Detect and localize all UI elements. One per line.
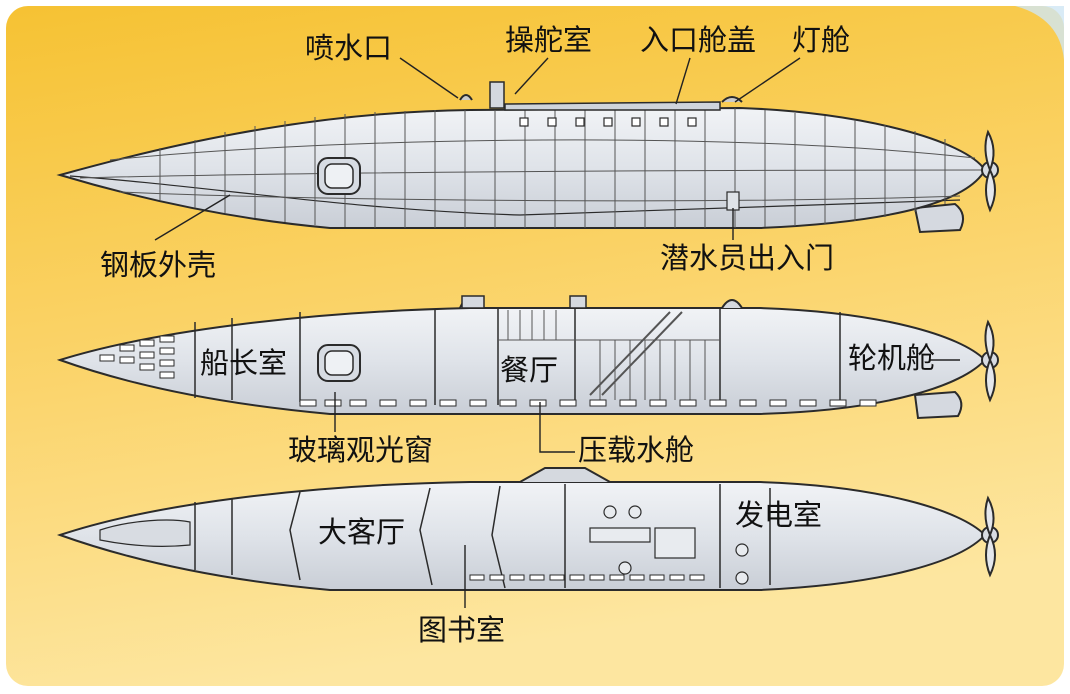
label-lamp: 灯舱: [792, 23, 850, 57]
label-wheelhouse: 操舵室: [505, 23, 592, 57]
label-diver-door: 潜水员出入门: [660, 241, 834, 275]
label-captain: 船长室: [200, 346, 287, 380]
label-engine: 轮机舱: [848, 341, 935, 375]
label-ballast: 压载水舱: [578, 433, 694, 467]
label-hatch: 入口舱盖: [640, 23, 756, 57]
label-hull: 钢板外壳: [100, 248, 216, 282]
label-library: 图书室: [418, 613, 505, 647]
label-spout: 喷水口: [305, 31, 392, 65]
label-generator: 发电室: [735, 498, 822, 532]
exterior-view: [56, 81, 999, 234]
side-cutaway-view: [56, 295, 999, 420]
top-cutaway-view: [56, 467, 999, 591]
propeller-icon: [981, 129, 999, 213]
label-window: 玻璃观光窗: [288, 433, 433, 467]
label-salon: 大客厅: [318, 515, 405, 549]
label-dining: 餐厅: [500, 353, 558, 387]
